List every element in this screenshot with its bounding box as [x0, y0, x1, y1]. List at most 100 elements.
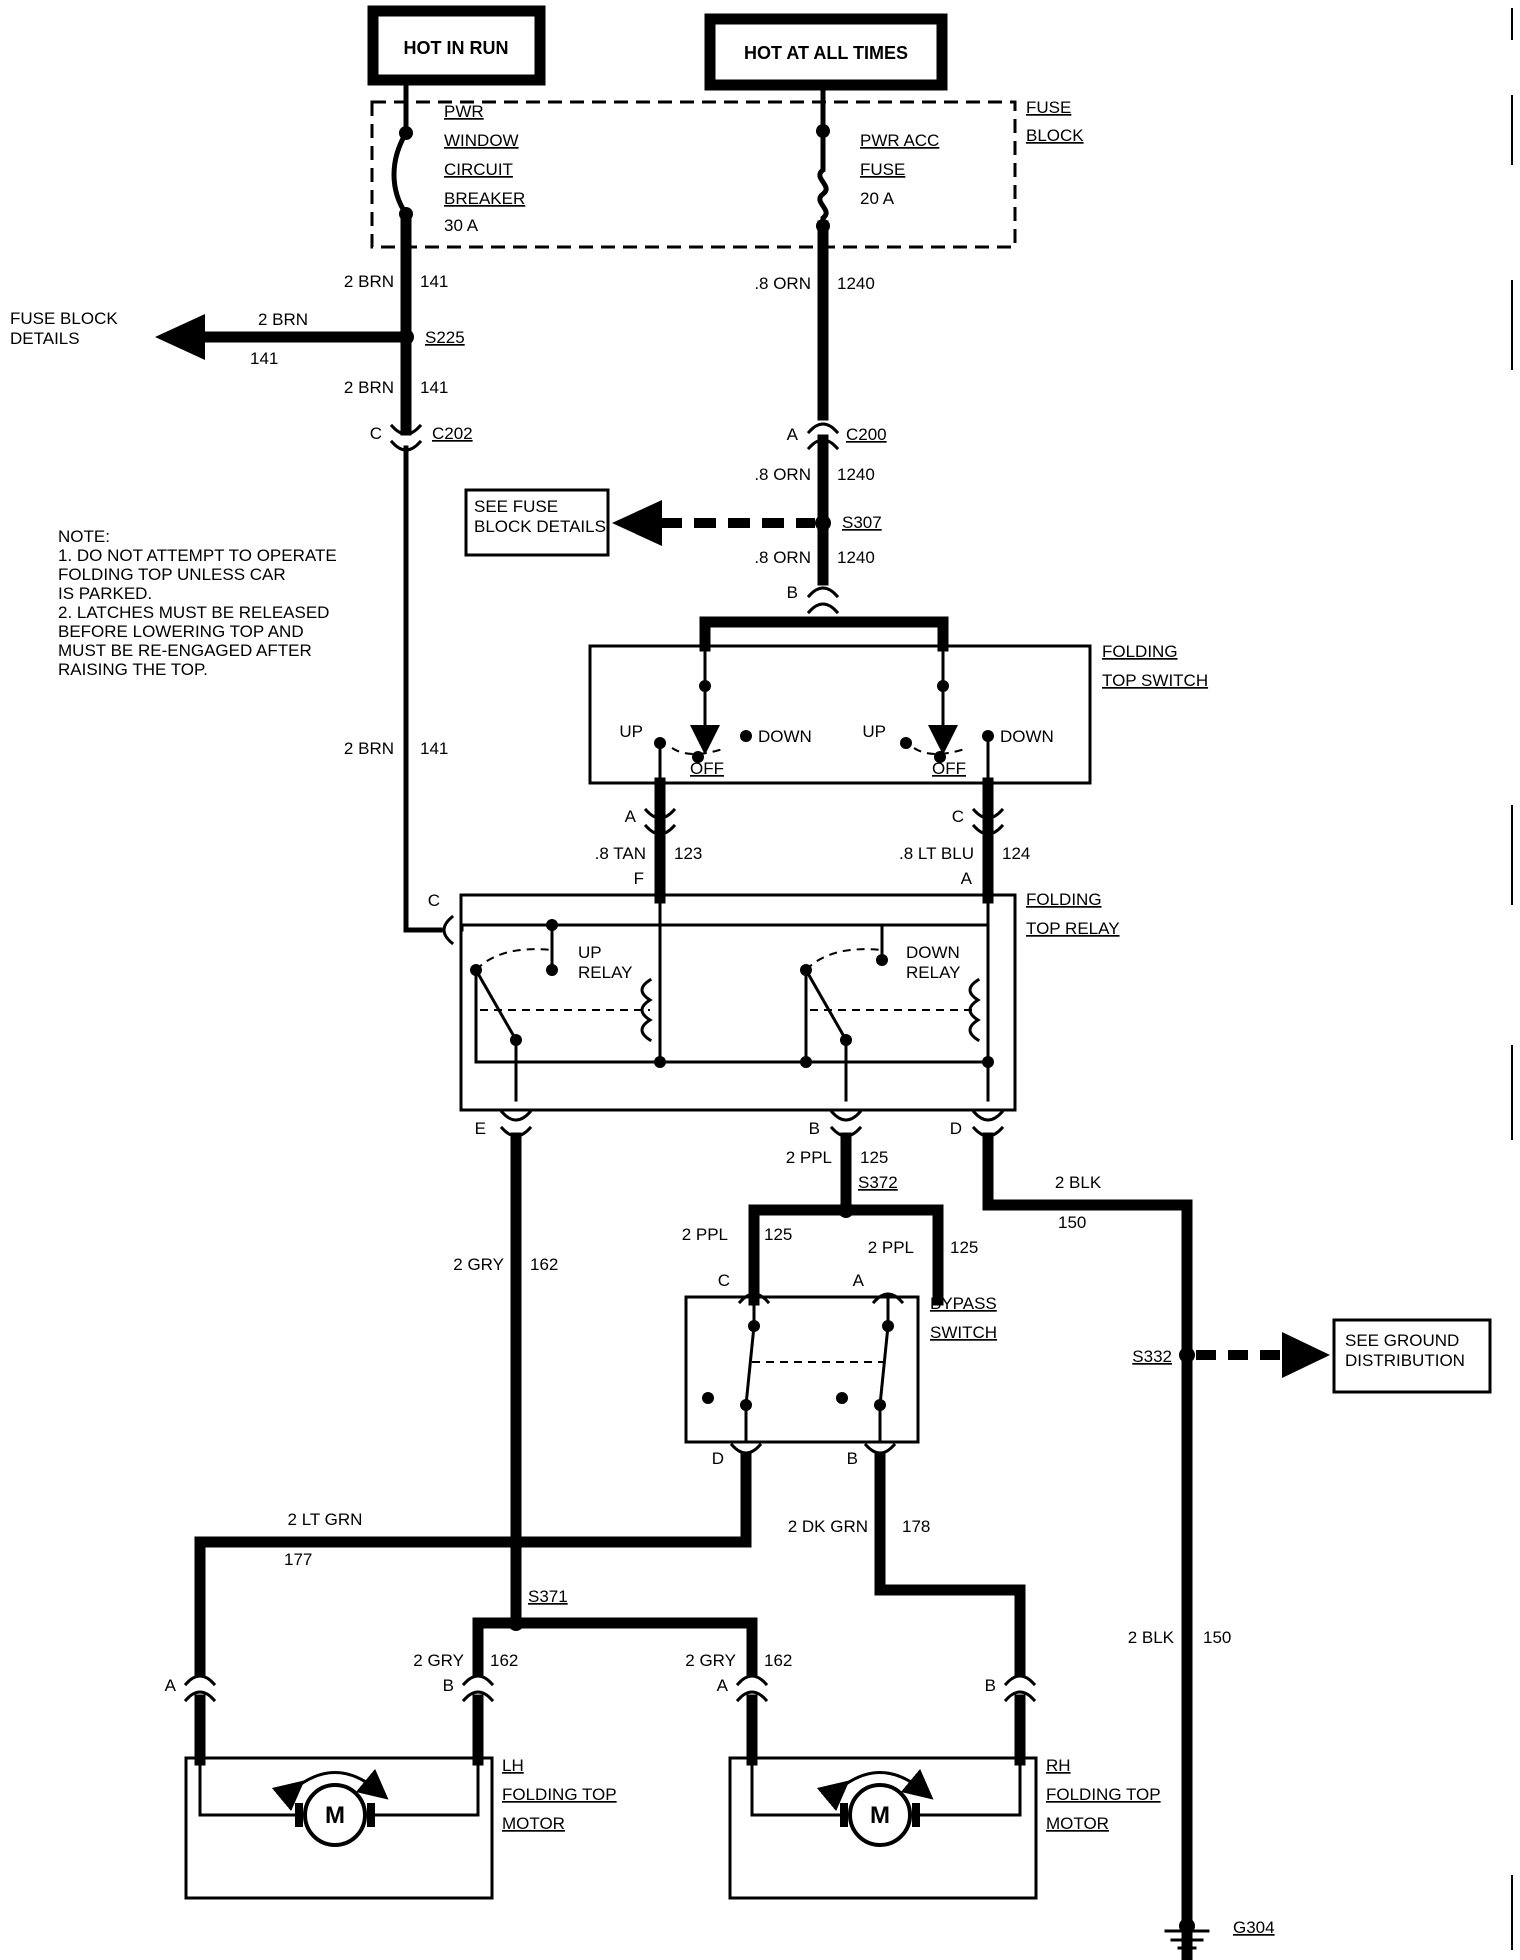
orn-wire-label-top-gauge: .8 ORN: [754, 274, 811, 293]
c200-name: C200: [846, 425, 887, 444]
tan-wire-circuit: 123: [674, 844, 702, 863]
ground-branch: S332 SEE GROUND DISTRIBUTION 2 BLK 150 G…: [1128, 1318, 1492, 1950]
d-wire-circuit: 150: [1058, 1213, 1086, 1232]
note-line-8: RAISING THE TOP.: [58, 660, 208, 679]
rh-rotation-arrow: [816, 1768, 934, 1812]
bypass-left-gauge: 2 PPL: [682, 1225, 728, 1244]
see-ground-text-2: DISTRIBUTION: [1345, 1351, 1465, 1370]
c202-pin: C: [370, 424, 382, 443]
bypass-label-1: BYPASS: [930, 1294, 997, 1313]
switch-label-2: TOP SWITCH: [1102, 671, 1208, 690]
lh-folding-top-motor: A B M LH FOLDING TOP MOTOR: [165, 1674, 617, 1900]
e-wire-circuit: 162: [530, 1255, 558, 1274]
brn-wire-label-top-gauge: 2 BRN: [344, 272, 394, 291]
orn-wire-label-top-circuit: 1240: [837, 274, 875, 293]
switch-pin-b-connector-top: [806, 586, 840, 599]
relay-pin-f: F: [634, 869, 644, 888]
switch-pin-c: C: [952, 807, 964, 826]
see-fuse-block-box: [464, 488, 610, 557]
hot-at-all-times-label: HOT AT ALL TIMES: [744, 43, 908, 63]
ltblu-wire-gauge: .8 LT BLU: [899, 844, 974, 863]
switch-pin-b-connector-bottom: [806, 602, 840, 615]
splice-s332-dot: [1179, 1347, 1195, 1363]
c200-pin: A: [787, 425, 799, 444]
brn-wire-label-mid-circuit: 141: [420, 378, 448, 397]
circuit-breaker-symbol: [391, 129, 410, 218]
b-wire-gauge: 2 PPL: [786, 1148, 832, 1167]
note-line-4: IS PARKED.: [58, 584, 152, 603]
splice-s307-dot: [815, 515, 831, 531]
fuse-block-details-arrow: [155, 314, 205, 360]
rh-label-2: FOLDING TOP: [1046, 1785, 1161, 1804]
gry-left-gauge: 2 GRY: [413, 1651, 464, 1670]
ground-wire-gauge: 2 BLK: [1128, 1628, 1175, 1647]
switch-right-off: OFF: [932, 759, 966, 778]
down-relay-label-2: RELAY: [906, 963, 961, 982]
switch-relay-wires: A .8 TAN 123 F C .8 LT BLU 124 A: [595, 777, 1030, 904]
breaker-label-4: BREAKER: [444, 189, 525, 208]
relay-pin-b: B: [809, 1119, 820, 1138]
breaker-label-2: WINDOW: [444, 131, 519, 150]
fuse-block: FUSE BLOCK PWR WINDOW CIRCUIT BREAKER 30…: [370, 82, 1084, 249]
switch-label-1: FOLDING: [1102, 642, 1178, 661]
fuse-label-2: FUSE: [860, 160, 905, 179]
note-line-7: MUST BE RE-ENGAGED AFTER: [58, 641, 312, 660]
folding-top-switch: FOLDING TOP SWITCH UP DOWN OFF UP DOWN O…: [588, 616, 1208, 785]
see-fuse-block-arrow: [612, 500, 662, 546]
connector-c202-top: [389, 423, 423, 436]
rh-motor-m: M: [870, 1802, 890, 1829]
rh-pin-b: B: [985, 1676, 996, 1695]
lh-motor-m: M: [325, 1802, 345, 1829]
splice-s225-label: S225: [425, 328, 465, 347]
bypass-right-gauge: 2 PPL: [868, 1238, 914, 1257]
relay-label-1: FOLDING: [1026, 890, 1102, 909]
ltgrn-gauge: 2 LT GRN: [288, 1510, 363, 1529]
breaker-label-5: 30 A: [444, 216, 479, 235]
rh-pin-a: A: [717, 1676, 729, 1695]
gry-right-gauge: 2 GRY: [685, 1651, 736, 1670]
orn-wire-label-low-gauge: .8 ORN: [754, 548, 811, 567]
switch-right-down: DOWN: [1000, 727, 1054, 746]
up-relay-label-2: RELAY: [578, 963, 633, 982]
relay-pin-d: D: [950, 1119, 962, 1138]
see-fuse-block-text-1: SEE FUSE: [474, 497, 558, 516]
splice-s332-label: S332: [1132, 1347, 1172, 1366]
orn-wire-label-mid-circuit: 1240: [837, 465, 875, 484]
rh-label-1: RH: [1046, 1756, 1071, 1775]
bypass-pin-a: A: [853, 1271, 865, 1290]
folding-top-relay: FOLDING TOP RELAY C UP RELAY DOWN: [428, 890, 1120, 1138]
splice-s307-label: S307: [842, 513, 882, 532]
d-wire-gauge: 2 BLK: [1055, 1173, 1102, 1192]
switch-left-down: DOWN: [758, 727, 812, 746]
gry-left-circuit: 162: [490, 1651, 518, 1670]
breaker-label-3: CIRCUIT: [444, 160, 513, 179]
lh-rotation-arrow: [271, 1768, 389, 1812]
brn-wire-label-low-gauge: 2 BRN: [344, 739, 394, 758]
orn-wire-label-mid-gauge: .8 ORN: [754, 465, 811, 484]
fuse-label-3: 20 A: [860, 189, 895, 208]
note-line-3: FOLDING TOP UNLESS CAR: [58, 565, 286, 584]
note-line-6: BEFORE LOWERING TOP AND: [58, 622, 304, 641]
connector-c200-top: [806, 422, 840, 435]
lh-pin-b: B: [443, 1676, 454, 1695]
switch-left-off: OFF: [690, 759, 724, 778]
relay-label-2: TOP RELAY: [1026, 919, 1120, 938]
right-feed: .8 ORN 1240 A C200 .8 ORN 1240 S307 SEE …: [464, 220, 887, 615]
gry-right-circuit: 162: [764, 1651, 792, 1670]
lh-pin-a: A: [165, 1676, 177, 1695]
see-ground-box: [1332, 1318, 1492, 1394]
motor-wiring: 2 LT GRN 177 2 DK GRN 178 S371 2 GRY 162…: [194, 1453, 1026, 1678]
lh-label-2: FOLDING TOP: [502, 1785, 617, 1804]
hot-in-run-box: HOT IN RUN: [367, 5, 546, 86]
lh-label-3: MOTOR: [502, 1814, 565, 1833]
down-relay-label-1: DOWN: [906, 943, 960, 962]
fuse-block-details-text-1: FUSE BLOCK: [10, 309, 118, 328]
up-relay-label-1: UP: [578, 943, 602, 962]
switch-right-up: UP: [862, 722, 886, 741]
lh-label-1: LH: [502, 1756, 524, 1775]
fuse-label-1: PWR ACC: [860, 131, 939, 150]
fuse-block-details-text-2: DETAILS: [10, 329, 80, 348]
brn-wire-label-top-circuit: 141: [420, 272, 448, 291]
note-line-1: NOTE:: [58, 527, 110, 546]
fuse-symbol: [817, 128, 829, 229]
